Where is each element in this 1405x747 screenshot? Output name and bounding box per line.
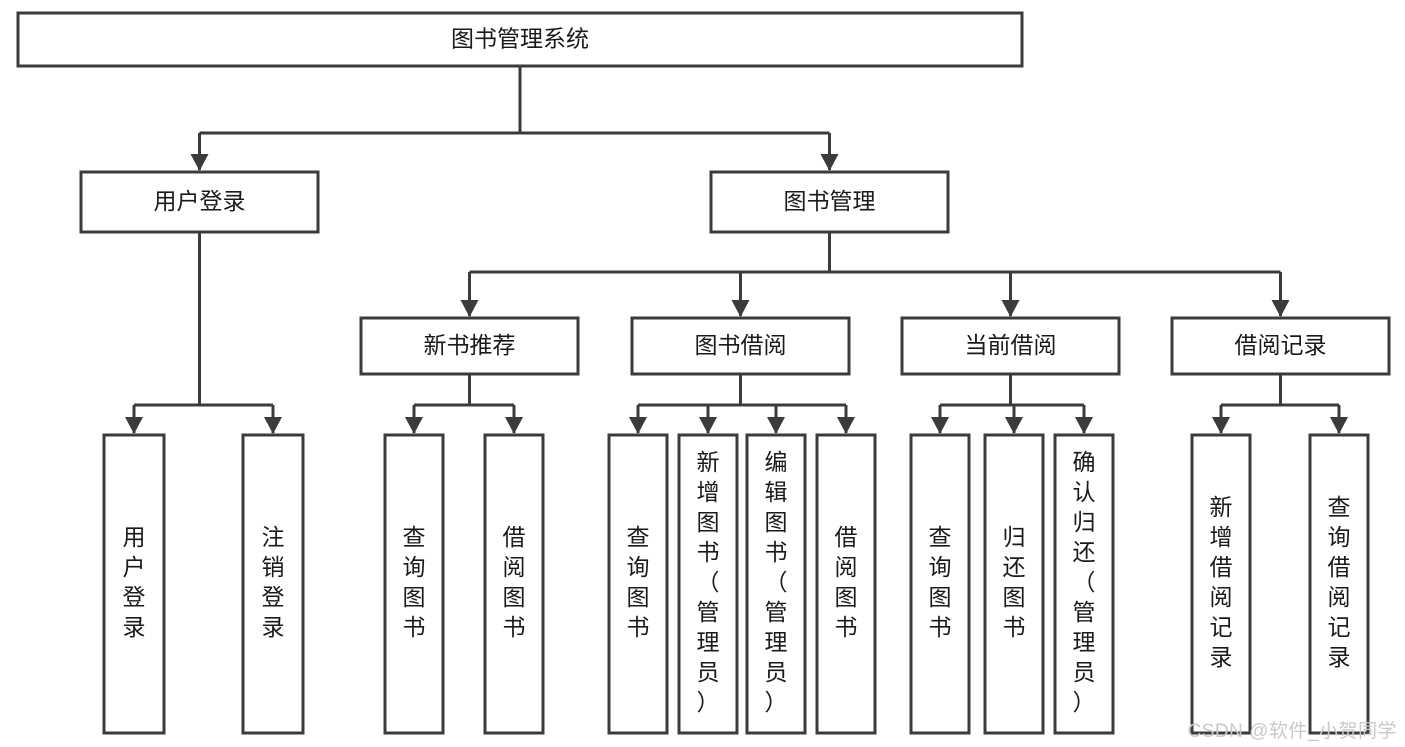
node-new-book-recommend[interactable]: 新书推荐 [359,316,580,376]
node-leaf-user-logout[interactable]: 注销登录 [241,433,305,735]
node-leaf-add-borrow-record-box[interactable] [1190,433,1252,735]
node-book-manage[interactable]: 图书管理 [709,170,950,234]
book-manage-to-level2-arrow-3 [1271,300,1290,317]
node-leaf-confirm-return-admin-label: 确认归还（管理员） [1073,449,1096,715]
node-leaf-edit-book-admin[interactable]: 编辑图书（管理员） [745,433,807,735]
node-leaf-confirm-return-admin[interactable]: 确认归还（管理员） [1053,433,1115,735]
node-leaf-add-book-admin[interactable]: 新增图书（管理员） [677,433,739,735]
node-new-book-recommend-label: 新书推荐 [424,332,516,358]
node-borrow-record-box[interactable] [1170,316,1391,376]
node-leaf-edit-book-admin-label: 编辑图书（管理员） [765,449,788,715]
node-borrow-record[interactable]: 借阅记录 [1170,316,1391,376]
node-book-manage-box[interactable] [709,170,950,234]
node-root-system[interactable]: 图书管理系统 [16,11,1024,68]
node-leaf-query-book-recommend-box[interactable] [383,433,445,735]
node-leaf-borrow-book-borrow-label: 借阅图书 [835,524,858,640]
new-book-recommend-to-leaves-arrow-0 [405,417,423,434]
node-user-login-box[interactable] [79,170,320,234]
current-borrow-to-leaves-arrow-2 [1075,417,1093,434]
node-leaf-borrow-book-recommend-label: 借阅图书 [503,524,526,640]
node-leaf-add-borrow-record[interactable]: 新增借阅记录 [1190,433,1252,735]
node-leaf-query-borrow-record-box[interactable] [1308,433,1370,735]
node-book-borrow[interactable]: 图书借阅 [630,316,851,376]
node-leaf-borrow-book-recommend-box[interactable] [483,433,545,735]
book-manage-to-level2-arrow-2 [1001,300,1020,317]
node-user-login-label: 用户登录 [154,188,246,214]
node-root-system-label: 图书管理系统 [451,26,589,52]
node-root-system-box[interactable] [16,11,1024,68]
node-leaf-edit-book-admin-box[interactable] [745,433,807,735]
node-leaf-borrow-book-borrow[interactable]: 借阅图书 [815,433,877,735]
node-leaf-return-book-label: 归还图书 [1003,524,1026,640]
nodes-layer: 图书管理系统用户登录图书管理新书推荐图书借阅当前借阅借阅记录用户登录注销登录查询… [16,11,1391,735]
book-manage-to-level2-arrow-1 [731,300,750,317]
node-leaf-return-book-box[interactable] [983,433,1045,735]
borrow-record-to-leaves-arrow-1 [1330,417,1348,434]
node-leaf-return-book[interactable]: 归还图书 [983,433,1045,735]
book-borrow-to-leaves-arrow-3 [837,417,855,434]
node-leaf-query-book-current-label: 查询图书 [929,524,952,640]
node-leaf-query-borrow-record[interactable]: 查询借阅记录 [1308,433,1370,735]
node-leaf-query-borrow-record-label: 查询借阅记录 [1328,494,1351,670]
user-login-to-leaves-arrow-0 [125,417,143,434]
node-leaf-query-book-borrow[interactable]: 查询图书 [607,433,669,735]
node-leaf-query-book-borrow-box[interactable] [607,433,669,735]
node-leaf-user-login[interactable]: 用户登录 [102,433,166,735]
node-leaf-user-logout-box[interactable] [241,433,305,735]
node-leaf-add-book-admin-box[interactable] [677,433,739,735]
node-current-borrow[interactable]: 当前借阅 [900,316,1121,376]
node-leaf-user-logout-label: 注销登录 [262,524,285,640]
node-book-borrow-label: 图书借阅 [695,332,787,358]
current-borrow-to-leaves-arrow-0 [931,417,949,434]
current-borrow-to-leaves-arrow-1 [1005,417,1023,434]
book-manage-to-level2-arrow-0 [460,300,479,317]
node-leaf-confirm-return-admin-box[interactable] [1053,433,1115,735]
root-to-level1-arrow-1 [820,154,839,171]
node-leaf-query-book-recommend-label: 查询图书 [403,524,426,640]
borrow-record-to-leaves-arrow-0 [1212,417,1230,434]
node-current-borrow-box[interactable] [900,316,1121,376]
node-user-login[interactable]: 用户登录 [79,170,320,234]
book-borrow-to-leaves-arrow-1 [699,417,717,434]
node-book-manage-label: 图书管理 [784,188,876,214]
node-book-borrow-box[interactable] [630,316,851,376]
node-leaf-query-book-borrow-label: 查询图书 [627,524,650,640]
node-leaf-borrow-book-recommend[interactable]: 借阅图书 [483,433,545,735]
node-leaf-query-book-recommend[interactable]: 查询图书 [383,433,445,735]
node-leaf-query-book-current-box[interactable] [909,433,971,735]
node-leaf-add-borrow-record-label: 新增借阅记录 [1210,494,1233,670]
user-login-to-leaves-arrow-1 [264,417,282,434]
connectors-layer [125,66,1348,434]
node-leaf-user-login-box[interactable] [102,433,166,735]
new-book-recommend-to-leaves-arrow-1 [505,417,523,434]
root-to-level1-arrow-0 [190,154,209,171]
node-leaf-borrow-book-borrow-box[interactable] [815,433,877,735]
node-current-borrow-label: 当前借阅 [965,332,1057,358]
node-borrow-record-label: 借阅记录 [1235,332,1327,358]
node-leaf-query-book-current[interactable]: 查询图书 [909,433,971,735]
book-borrow-to-leaves-arrow-0 [629,417,647,434]
node-leaf-user-login-label: 用户登录 [123,524,146,640]
node-new-book-recommend-box[interactable] [359,316,580,376]
book-borrow-to-leaves-arrow-2 [767,417,785,434]
node-leaf-add-book-admin-label: 新增图书（管理员） [697,449,720,715]
